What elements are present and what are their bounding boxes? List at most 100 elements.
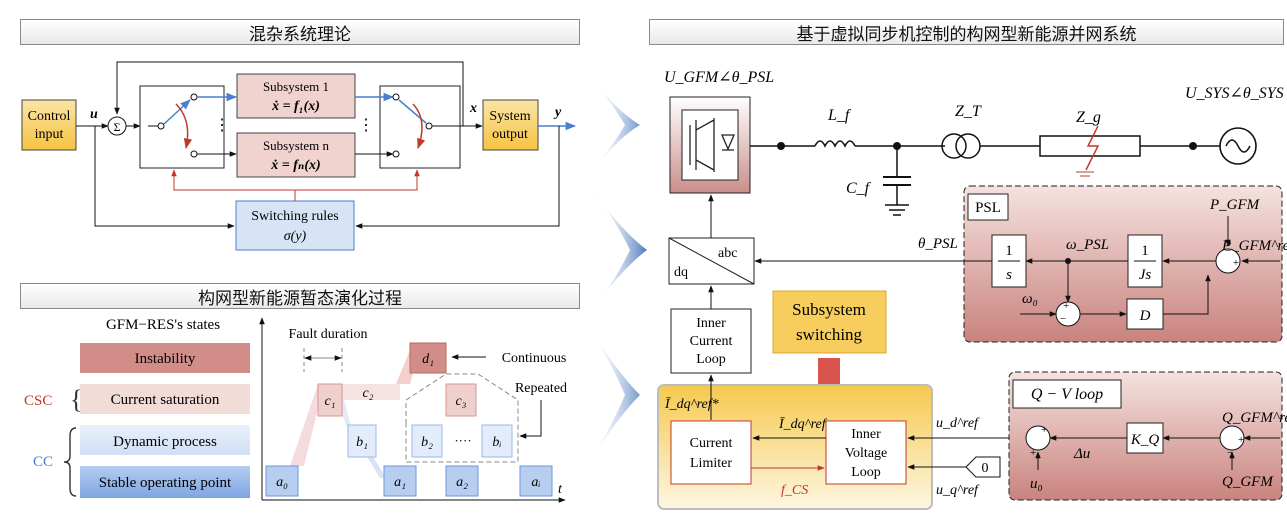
subsystem-n-title: Subsystem n xyxy=(263,138,330,153)
switching-rules-eq: σ(y) xyxy=(284,229,307,244)
omega-psl-label: ω_PSL xyxy=(1066,237,1109,253)
kq-label: K_Q xyxy=(1130,432,1160,448)
omega0-label: ω₀ xyxy=(1022,291,1038,307)
subsystem-switching-text-2: switching xyxy=(796,325,863,344)
node-c3: c₃ xyxy=(445,383,477,417)
uq-ref-label: u_q^ref xyxy=(936,483,980,498)
ud-ref-label: u_d^ref xyxy=(936,416,980,431)
subsystem-n-eq: ẋ = fₙ(x) xyxy=(270,158,320,173)
svg-text:a₁: a₁ xyxy=(394,475,406,490)
qv-loop-label: Q − V loop xyxy=(1031,386,1103,403)
state-instability-label: Instability xyxy=(135,351,196,367)
sum-symbol: Σ xyxy=(114,120,121,134)
cf-label: C_f xyxy=(846,180,872,197)
i-ref-star-label: Ī_dq^ref* xyxy=(664,396,719,412)
continuous-label: Continuous xyxy=(502,351,567,366)
node-a0: a₀ xyxy=(265,465,299,497)
svg-text:aᵢ: aᵢ xyxy=(531,475,540,490)
u0-label: u₀ xyxy=(1030,476,1043,492)
p-gfm-label: P_GFM xyxy=(1209,197,1261,213)
svg-text:bᵢ: bᵢ xyxy=(492,435,501,450)
d-label: D xyxy=(1139,308,1151,324)
state-stable-point xyxy=(80,466,250,498)
svg-text:1: 1 xyxy=(1141,243,1149,259)
svg-text:Current: Current xyxy=(690,334,733,349)
node-a1: a₁ xyxy=(383,465,417,497)
switching-rules-title: Switching rules xyxy=(251,209,339,224)
zero-input: 0 xyxy=(982,461,989,476)
svg-text:Loop: Loop xyxy=(696,352,726,367)
svg-text:Current: Current xyxy=(690,436,733,451)
svg-text:c₂: c₂ xyxy=(362,386,373,401)
inner-voltage-loop-block xyxy=(825,420,907,485)
control-input-label-1: Control xyxy=(28,109,71,124)
kq-block xyxy=(1126,422,1164,454)
y-label: y xyxy=(553,105,562,120)
subsystem-1-eq: ẋ = f₁(x) xyxy=(271,99,320,114)
vsg-system-diagram: U_GFM∠θ_PSL L_f C_f Z_T Z_g U_SYS∠θ_SYS xyxy=(657,69,1287,510)
q-ref-label: Q_GFM^ref xyxy=(1222,410,1287,426)
csc-label: CSC xyxy=(24,393,52,409)
hybrid-system-diagram: Control input u Σ Subsystem 1 ẋ = f₁(x) … xyxy=(21,61,577,251)
t-axis-label: t xyxy=(558,482,563,497)
system-output-label-2: output xyxy=(492,127,528,142)
current-limiter-block xyxy=(670,420,752,485)
vsg-title-text: 基于虚拟同步机控制的构网型新能源并网系统 xyxy=(796,24,1137,45)
svg-text:c₃: c₃ xyxy=(455,394,466,409)
svg-text:b₁: b₁ xyxy=(356,435,368,450)
svg-text:⋮: ⋮ xyxy=(358,117,374,134)
left-switch-box xyxy=(139,85,225,169)
du-label: Δu xyxy=(1073,446,1090,462)
node-ai: aᵢ xyxy=(519,465,553,497)
damping-block xyxy=(1126,298,1164,330)
node-c2-label: c₂ xyxy=(362,386,373,401)
zt-label: Z_T xyxy=(955,103,982,120)
svg-text:Js: Js xyxy=(1139,267,1152,283)
control-input-block xyxy=(21,99,77,151)
psl-box xyxy=(963,185,1283,343)
states-title: GFM−RES's states xyxy=(106,317,220,333)
x-label: x xyxy=(469,101,477,116)
lf-label: L_f xyxy=(827,107,852,124)
svg-text:−: − xyxy=(1225,245,1231,257)
switching-rules-block xyxy=(235,200,355,251)
node-c1: c₁ xyxy=(317,383,343,417)
svg-text:−: − xyxy=(1060,313,1066,325)
state-instability xyxy=(80,343,250,373)
svg-text:+: + xyxy=(1238,434,1244,446)
u-sys-label: U_SYS∠θ_SYS xyxy=(1185,85,1284,102)
node-bi: bᵢ xyxy=(481,424,513,458)
svg-text:s: s xyxy=(1006,267,1012,283)
state-dynamic-process xyxy=(80,425,250,455)
node-b1: b₁ xyxy=(347,424,377,458)
node-a2: a₂ xyxy=(445,465,479,497)
subsystem-switching-label-box xyxy=(772,290,887,354)
svg-text:Voltage: Voltage xyxy=(845,446,888,461)
svg-text:Inner: Inner xyxy=(696,316,726,331)
svg-text:Inner: Inner xyxy=(851,427,881,442)
svg-text:····: ···· xyxy=(454,433,471,448)
state-dynamic-process-label: Dynamic process xyxy=(113,434,217,450)
svg-text:{: { xyxy=(70,385,82,414)
transient-title-text: 构网型新能源暂态演化过程 xyxy=(198,288,402,309)
svg-text:a₀: a₀ xyxy=(276,475,288,490)
zg-label: Z_g xyxy=(1076,109,1101,126)
right-switch-box xyxy=(379,85,461,169)
psl-label: PSL xyxy=(975,200,1001,216)
subsystem-n-block xyxy=(236,132,356,178)
flow-arrows-decoration xyxy=(585,70,647,470)
node-d1: d₁ xyxy=(409,342,447,374)
svg-text:+: + xyxy=(1063,300,1069,312)
repeated-label: Repeated xyxy=(515,381,567,396)
svg-text:b₂: b₂ xyxy=(421,435,433,450)
svg-text:+: + xyxy=(1233,257,1239,269)
svg-text:Limiter: Limiter xyxy=(690,456,732,471)
transient-evolution-diagram: GFM−RES's states Instability Current sat… xyxy=(24,317,567,503)
i-ref-label: Ī_dq^ref xyxy=(778,416,828,432)
fault-duration-label: Fault duration xyxy=(289,327,368,342)
svg-text:c₁: c₁ xyxy=(324,394,335,409)
transformer-zt xyxy=(941,133,967,159)
state-stable-point-label: Stable operating point xyxy=(99,475,232,491)
dq-label: dq xyxy=(674,265,688,280)
abc-label: abc xyxy=(718,246,737,261)
